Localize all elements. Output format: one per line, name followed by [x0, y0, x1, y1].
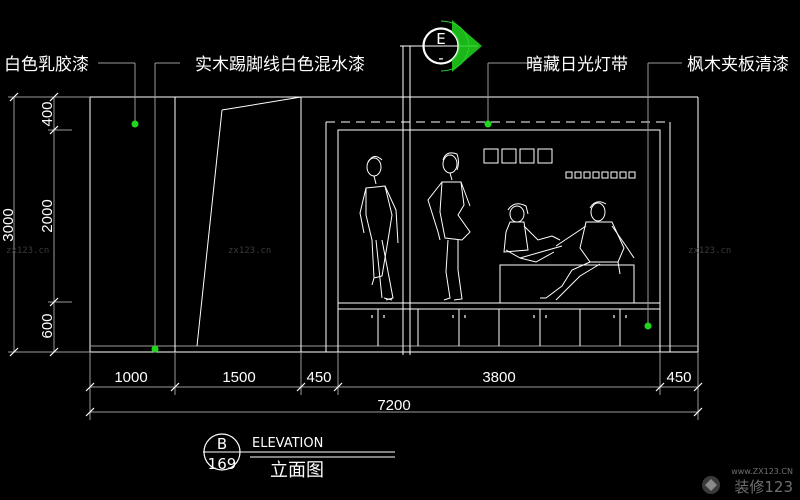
dim-height-top: 400 — [39, 101, 56, 126]
display-niche — [325, 121, 671, 353]
dim-height-mid: 2000 — [39, 199, 56, 232]
callout-white-latex-paint: 白色乳胶漆 — [4, 55, 89, 75]
watermark-right: zx123.cn — [688, 246, 731, 256]
callout-dot-maple — [644, 322, 652, 330]
callout-dot-light-strip — [484, 120, 492, 128]
callout-solid-wood-skirting: 实木踢脚线白色混水漆 — [195, 55, 365, 75]
section-marker: E - — [400, 20, 482, 355]
mannequin-3 — [503, 203, 563, 263]
section-marker-letter: E — [436, 30, 445, 48]
title-block: B 169 ELEVATION 立面图 — [203, 433, 395, 481]
title-english: ELEVATION — [252, 436, 323, 451]
dim-width-total: 7200 — [377, 397, 410, 414]
dim-width-seg2: 1500 — [222, 369, 255, 386]
mannequin-figures — [359, 152, 635, 301]
callout-hidden-light-strip: 暗藏日光灯带 — [526, 55, 628, 75]
callout-dot-latex — [131, 120, 139, 128]
wall-graphic-blocks — [483, 148, 636, 179]
mannequin-4 — [540, 201, 635, 301]
dim-width-seg3: 450 — [306, 369, 331, 386]
watermark-center-left: zx123.cn — [228, 246, 271, 256]
vertical-dimension-lines — [8, 92, 90, 357]
section-marker-sub: - — [438, 49, 443, 67]
watermark-url: www.ZX123.CN — [731, 467, 793, 476]
watermark-logo: 装修123 — [702, 476, 793, 496]
title-block-number: 169 — [208, 455, 237, 473]
title-block-letter: B — [217, 435, 227, 453]
callout-maple-plywood: 枫木夹板清漆 — [687, 55, 789, 75]
dim-height-bottom: 600 — [39, 313, 56, 338]
dim-width-seg1: 1000 — [114, 369, 147, 386]
mannequin-1 — [359, 156, 399, 301]
watermark-left: zx123.cn — [6, 246, 49, 256]
title-chinese: 立面图 — [270, 460, 324, 481]
mannequin-2 — [427, 152, 471, 301]
wall-outline — [89, 96, 699, 353]
dim-height-total: 3000 — [0, 208, 17, 241]
dim-width-seg4: 3800 — [482, 369, 515, 386]
dim-width-seg5: 450 — [666, 369, 691, 386]
callout-leaders — [98, 62, 682, 353]
callout-dot-skirting — [151, 345, 159, 353]
horizontal-dimension-lines — [85, 352, 703, 420]
watermark-logo-text: 装修123 — [734, 478, 793, 496]
